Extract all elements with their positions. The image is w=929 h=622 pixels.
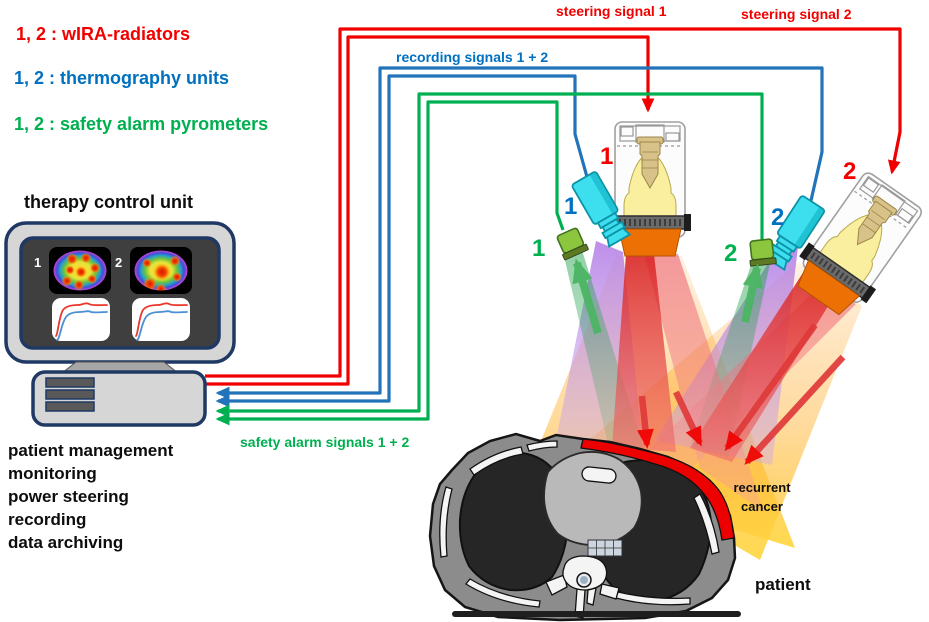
wire-recording-signal-1 bbox=[215, 74, 589, 408]
therapy-control-unit: 1 2 bbox=[4, 221, 236, 427]
legend-pyrometers: 1, 2 : safety alarm pyrometers bbox=[14, 114, 268, 134]
main-beam-radiator-2 bbox=[690, 268, 838, 462]
recording-signals-label: recording signals 1 + 2 bbox=[396, 49, 548, 65]
rib bbox=[469, 446, 524, 476]
rib bbox=[465, 578, 541, 608]
steering-signal-2-label: steering signal 2 bbox=[741, 6, 852, 22]
function-patient-management: patient management bbox=[8, 441, 174, 460]
wire-safety-signal-1 bbox=[215, 100, 565, 426]
legend-radiators: 1, 2 : wIRA-radiators bbox=[16, 24, 190, 44]
function-recording: recording bbox=[8, 510, 86, 529]
beam-arrow bbox=[724, 323, 818, 452]
drive-slot bbox=[45, 377, 95, 388]
spinal-cord bbox=[580, 576, 588, 584]
display-2-number: 2 bbox=[115, 255, 122, 270]
beam-arrow bbox=[673, 390, 703, 447]
function-monitoring: monitoring bbox=[8, 464, 97, 483]
safety-signals-label: safety alarm signals 1 + 2 bbox=[240, 434, 409, 450]
beam-arrow bbox=[744, 354, 846, 465]
vertebra bbox=[545, 555, 620, 619]
pyrometer-2-measure-arrow bbox=[741, 263, 763, 323]
irradiation-arrows bbox=[572, 258, 846, 465]
water-filter bbox=[618, 228, 682, 257]
mediastinum bbox=[543, 451, 643, 546]
wire-recording-signal-2 bbox=[215, 66, 824, 400]
legend-thermography: 1, 2 : thermography units bbox=[14, 68, 229, 88]
cancer-label-line2: cancer bbox=[741, 499, 783, 514]
steering-signal-1-label: steering signal 1 bbox=[556, 3, 667, 19]
labels: 1, 2 : wIRA-radiators 1, 2 : thermograph… bbox=[8, 3, 856, 594]
wire-steering-signal-2 bbox=[205, 27, 902, 378]
pyro-1-number: 1 bbox=[532, 235, 545, 262]
beam-arrow bbox=[637, 395, 654, 449]
signal-wires bbox=[205, 27, 902, 426]
wire-safety-signal-2 bbox=[215, 92, 764, 418]
drive-slot bbox=[45, 401, 95, 412]
transverse-process-right bbox=[599, 583, 620, 600]
wire-steering-signal-1 bbox=[205, 35, 655, 386]
water-filter bbox=[797, 259, 861, 316]
drive-slot bbox=[45, 389, 95, 400]
function-data-archiving: data archiving bbox=[8, 533, 123, 552]
recurrent-cancer-band bbox=[580, 438, 735, 541]
radiator-2-number: 2 bbox=[843, 158, 856, 185]
patient-label: patient bbox=[755, 575, 811, 594]
radiator-1-number: 1 bbox=[600, 143, 613, 170]
wira-radiator-1 bbox=[609, 121, 691, 257]
thermo-1-number: 1 bbox=[564, 193, 577, 220]
temperature-graph-2 bbox=[132, 298, 190, 341]
pyrometer-1-measure-arrow bbox=[572, 258, 602, 335]
ribs bbox=[439, 440, 720, 608]
patient-cross-section bbox=[428, 432, 741, 622]
thermography-unit-1 bbox=[571, 171, 632, 248]
rib bbox=[526, 440, 558, 452]
safety-pyrometer-1 bbox=[556, 227, 589, 261]
wira-radiator-2 bbox=[797, 172, 922, 316]
rib bbox=[615, 591, 691, 606]
thermal-hotspots-1 bbox=[61, 252, 101, 291]
rib bbox=[439, 486, 453, 558]
pyro-2-number: 2 bbox=[724, 240, 737, 267]
sternum bbox=[581, 466, 617, 484]
control-unit-title: therapy control unit bbox=[24, 192, 193, 212]
thermo-2-number: 2 bbox=[771, 204, 784, 231]
safety-pyrometer-2 bbox=[749, 238, 777, 267]
function-power-steering: power steering bbox=[8, 487, 129, 506]
lamp-burner bbox=[639, 141, 661, 190]
display-1-number: 1 bbox=[34, 255, 41, 270]
rib bbox=[693, 493, 720, 555]
trachea-grid bbox=[587, 539, 623, 557]
main-beam-radiator-1 bbox=[612, 254, 676, 452]
transverse-process-left bbox=[545, 574, 568, 596]
cancer-label-line1: recurrent bbox=[733, 480, 791, 495]
temperature-graph-1 bbox=[52, 298, 110, 341]
